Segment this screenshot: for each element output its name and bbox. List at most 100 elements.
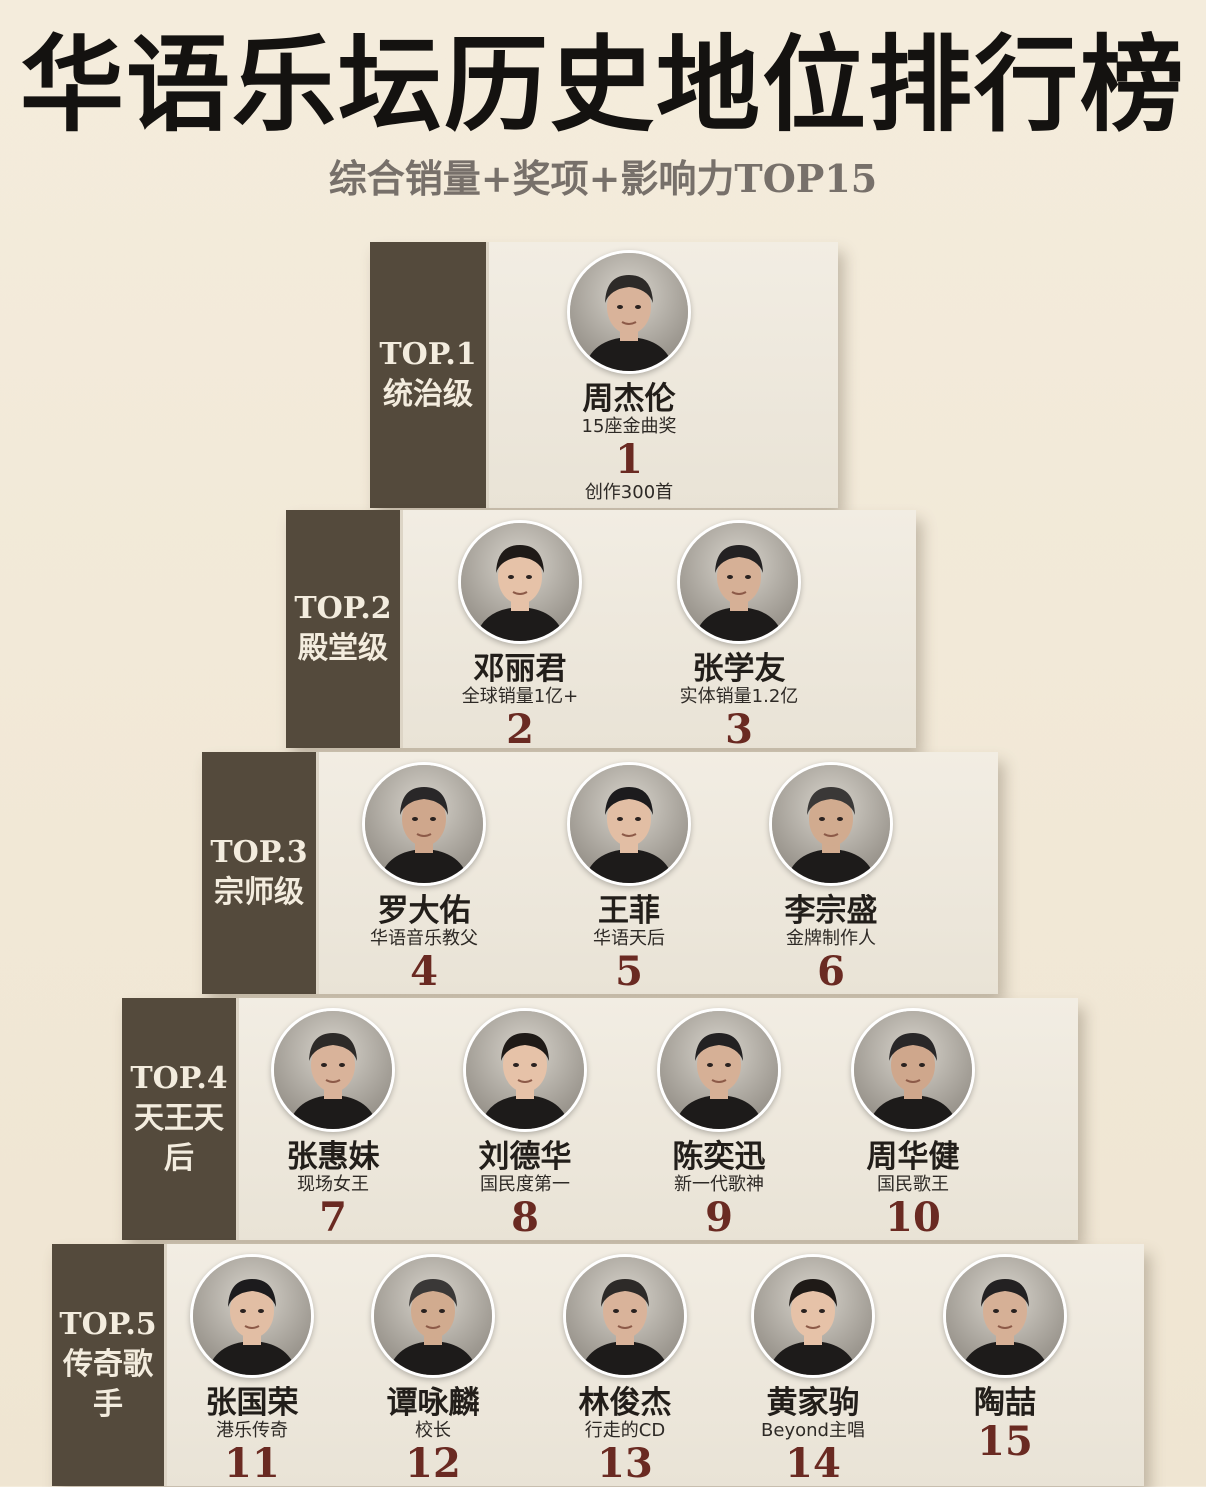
artist-rank: 2 <box>506 706 534 753</box>
artist-rank: 15 <box>977 1418 1033 1465</box>
artist-name: 谭咏麟 <box>386 1385 480 1421</box>
artist-name: 陶喆 <box>974 1385 1036 1421</box>
artist-rank: 1 <box>615 436 643 483</box>
artist-rank: 11 <box>224 1440 280 1487</box>
tier-level: 统治级 <box>383 377 473 412</box>
tier-label: TOP.1 统治级 <box>370 242 486 508</box>
artist-desc: Beyond主唱 <box>761 1420 865 1441</box>
artist-name: 张学友 <box>692 651 786 687</box>
artist-desc: 校长 <box>415 1420 451 1441</box>
tier-level: 宗师级 <box>214 875 304 910</box>
tier-level: 传奇歌手 <box>63 1347 153 1422</box>
avatar <box>677 520 801 644</box>
tier-label: TOP.5 传奇歌手 <box>52 1244 164 1486</box>
artist-name: 李宗盛 <box>784 893 878 929</box>
tier-level: 殿堂级 <box>298 631 388 666</box>
tier-rank-label: TOP.4 <box>130 1061 228 1096</box>
artist-rank: 5 <box>615 948 643 995</box>
avatar <box>563 1254 687 1378</box>
artist-desc: 华语天后 <box>593 928 665 949</box>
artist-rank: 7 <box>319 1194 347 1241</box>
artist-desc: 全球销量1亿+ <box>461 686 579 707</box>
artist-name: 刘德华 <box>478 1139 572 1175</box>
artist-name: 张惠妹 <box>286 1139 380 1175</box>
artist-rank: 9 <box>705 1194 733 1241</box>
avatar <box>371 1254 495 1378</box>
artist-desc: 现场女王 <box>297 1174 369 1195</box>
avatar <box>362 762 486 886</box>
artist-desc: 华语音乐教父 <box>370 928 478 949</box>
avatar <box>943 1254 1067 1378</box>
artist-rank: 13 <box>597 1440 653 1487</box>
artist-desc: 港乐传奇 <box>216 1420 288 1441</box>
page-title: 华语乐坛历史地位排行榜 <box>19 24 1186 146</box>
page-subtitle: 综合销量+奖项+影响力TOP15 <box>328 156 878 201</box>
artist-rank: 14 <box>785 1440 841 1487</box>
tier-label: TOP.3 宗师级 <box>202 752 316 994</box>
artist-desc: 实体销量1.2亿 <box>679 686 799 707</box>
artist-rank: 10 <box>885 1194 941 1241</box>
avatar <box>851 1008 975 1132</box>
artist-name: 陈奕迅 <box>672 1139 766 1175</box>
artist-extra: 创作300首 <box>584 482 674 503</box>
avatar <box>458 520 582 644</box>
avatar <box>463 1008 587 1132</box>
artist-name: 周杰伦 <box>582 381 676 417</box>
artist-name: 张国荣 <box>205 1385 299 1421</box>
artist-card[interactable]: 邓丽君全球销量1亿+2 <box>410 520 630 752</box>
avatar <box>190 1254 314 1378</box>
artist-desc: 金牌制作人 <box>786 928 876 949</box>
artist-name: 林俊杰 <box>578 1385 672 1421</box>
artist-name: 邓丽君 <box>473 651 567 687</box>
avatar <box>271 1008 395 1132</box>
tier-level: 天王天后 <box>134 1101 224 1176</box>
artist-name: 周华健 <box>866 1139 960 1175</box>
artist-rank: 4 <box>410 948 438 995</box>
artist-name: 罗大佑 <box>377 893 471 929</box>
artist-desc: 15座金曲奖 <box>581 416 677 437</box>
avatar <box>657 1008 781 1132</box>
avatar <box>567 250 691 374</box>
artist-rank: 6 <box>817 948 845 995</box>
artist-desc: 行走的CD <box>584 1420 666 1441</box>
tier-rank-label: TOP.3 <box>210 835 308 870</box>
tier-label: TOP.4 天王天后 <box>122 998 236 1240</box>
artist-desc: 新一代歌神 <box>674 1174 764 1195</box>
artist-name: 黄家驹 <box>766 1385 860 1421</box>
artist-rank: 3 <box>725 706 753 753</box>
tier-rank-label: TOP.1 <box>379 337 477 372</box>
avatar <box>751 1254 875 1378</box>
artist-rank: 8 <box>511 1194 539 1241</box>
avatar <box>567 762 691 886</box>
avatar <box>769 762 893 886</box>
tier-rank-label: TOP.5 <box>59 1307 157 1342</box>
artist-desc: 国民度第一 <box>480 1174 570 1195</box>
artist-desc: 国民歌王 <box>877 1174 949 1195</box>
artist-rank: 12 <box>405 1440 461 1487</box>
